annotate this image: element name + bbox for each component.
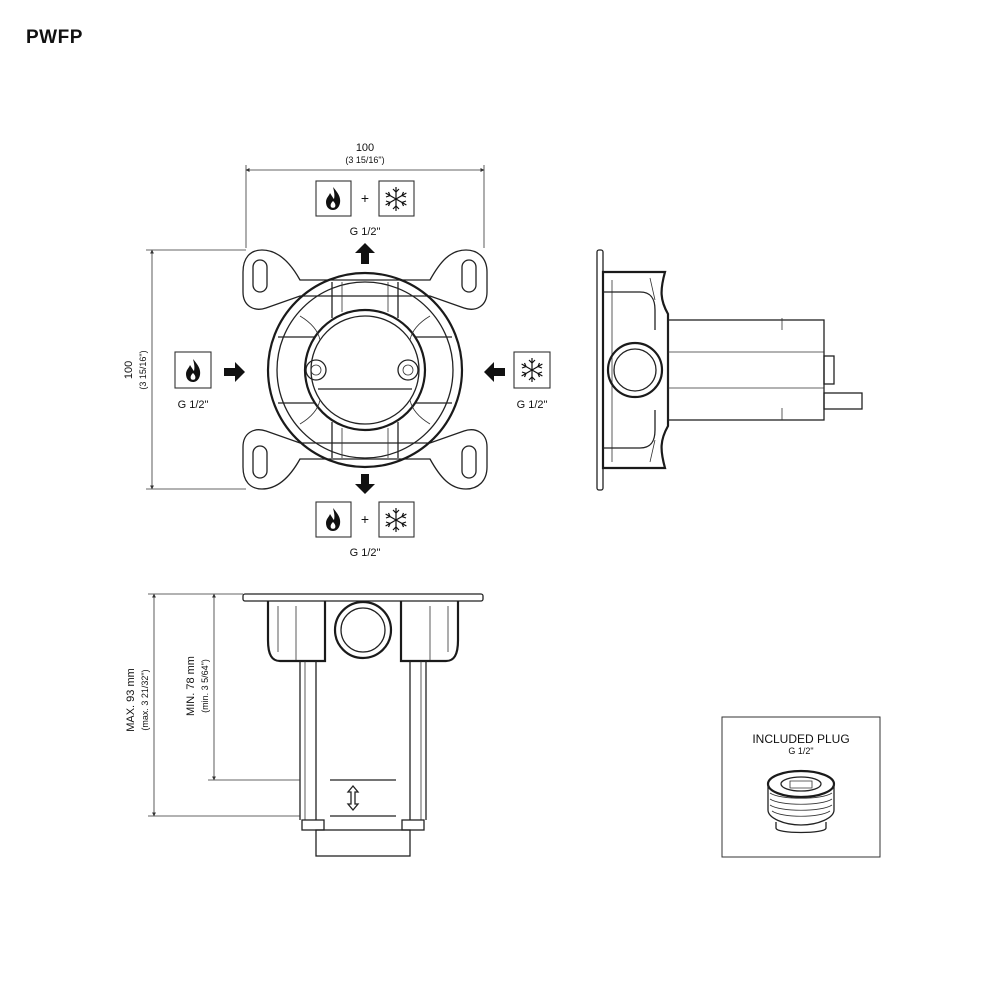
arrow-icon [355, 474, 375, 494]
plug-icon [766, 769, 836, 834]
width-mm-label: 100 [356, 142, 374, 154]
section-view: MAX. 93 mm (max. 3 21/32") MIN. 78 mm (m… [125, 593, 484, 857]
plug-title: INCLUDED PLUG [752, 732, 849, 746]
width-inch-label: (3 15/16") [345, 155, 384, 165]
product-code: PWFP [26, 27, 83, 48]
height-inch-label: (3 15/16") [138, 350, 148, 389]
height-dimension: 100 (3 15/16") [123, 249, 246, 490]
plus-sign: + [361, 190, 369, 206]
max-depth-label: MAX. 93 mm [125, 668, 137, 732]
max-depth-inch-label: (max. 3 21/32") [140, 669, 150, 730]
arrow-icon [224, 362, 245, 382]
right-port: G 1/2" [484, 351, 551, 411]
left-port: G 1/2" [174, 351, 245, 411]
front-view: 100 (3 15/16") 100 (3 15/16") [123, 142, 551, 559]
plus-sign: + [361, 511, 369, 527]
arrow-icon [355, 243, 375, 264]
left-port-label: G 1/2" [178, 399, 209, 411]
bottom-port-label: G 1/2" [350, 547, 381, 559]
bottom-port: + G 1/2" [315, 474, 415, 559]
top-port-label: G 1/2" [350, 226, 381, 238]
included-plug-box: INCLUDED PLUG G 1/2" [721, 716, 881, 858]
mounting-plate [242, 249, 488, 490]
plug-size: G 1/2" [788, 746, 813, 756]
right-port-label: G 1/2" [517, 399, 548, 411]
side-view [596, 249, 863, 491]
top-port: + G 1/2" [315, 180, 415, 264]
width-dimension: 100 (3 15/16") [245, 142, 485, 248]
min-depth-label: MIN. 78 mm [185, 656, 197, 716]
min-depth-inch-label: (min. 3 5/64") [200, 659, 210, 713]
arrow-icon [484, 362, 505, 382]
height-mm-label: 100 [123, 361, 135, 379]
